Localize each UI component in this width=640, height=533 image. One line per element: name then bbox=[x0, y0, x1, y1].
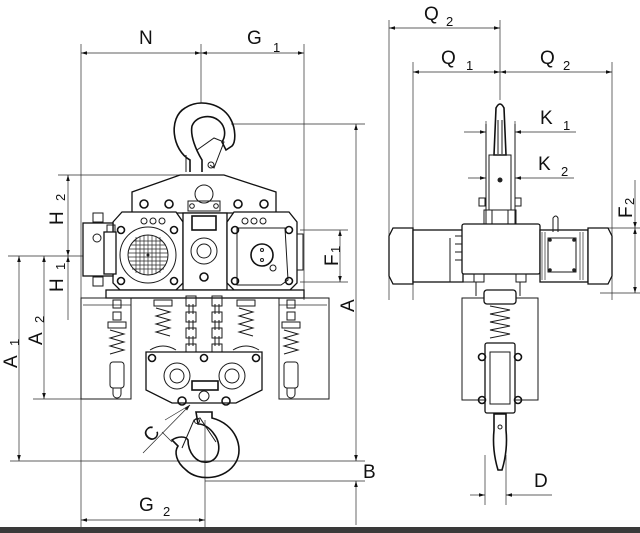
svg-text:1: 1 bbox=[273, 40, 280, 55]
top-yoke bbox=[131, 174, 277, 214]
svg-text:1: 1 bbox=[466, 58, 473, 73]
side-spring bbox=[489, 305, 511, 339]
svg-text:Q: Q bbox=[540, 48, 555, 69]
label-H2: H 2 bbox=[47, 194, 68, 225]
svg-text:A: A bbox=[26, 332, 47, 345]
svg-text:C: C bbox=[140, 422, 165, 447]
svg-text:K: K bbox=[540, 108, 553, 129]
svg-text:2: 2 bbox=[561, 164, 568, 179]
svg-text:2: 2 bbox=[32, 316, 47, 323]
side-lower-body bbox=[461, 289, 539, 471]
label-F2: F 2 bbox=[616, 198, 637, 218]
dimension-labels: N G 1 H 2 H 1 A 1 A 2 A F 1 B bbox=[1, 4, 637, 519]
svg-text:2: 2 bbox=[446, 14, 453, 29]
svg-text:H: H bbox=[47, 278, 68, 292]
left-brake-box bbox=[82, 212, 117, 287]
svg-text:1: 1 bbox=[328, 246, 343, 253]
svg-text:K: K bbox=[538, 154, 551, 175]
extension-lines-front bbox=[8, 44, 365, 527]
spring-right-outer bbox=[281, 321, 301, 399]
front-view bbox=[8, 44, 365, 527]
bottom-hook-block bbox=[145, 351, 263, 406]
bottom-border-bar bbox=[0, 527, 640, 533]
label-A: A bbox=[338, 299, 359, 312]
label-C: C bbox=[140, 422, 165, 447]
svg-text:N: N bbox=[139, 28, 153, 49]
svg-text:Q: Q bbox=[441, 48, 456, 69]
right-control-box bbox=[226, 211, 304, 291]
dimension-lines-side bbox=[389, 26, 637, 497]
svg-text:2: 2 bbox=[163, 504, 170, 519]
svg-text:A: A bbox=[338, 299, 359, 312]
svg-text:2: 2 bbox=[563, 58, 570, 73]
label-N: N bbox=[139, 28, 153, 49]
load-chains bbox=[112, 295, 296, 355]
side-motor bbox=[388, 215, 613, 296]
left-motor-housing bbox=[112, 211, 184, 291]
svg-text:1: 1 bbox=[563, 118, 570, 133]
spring-left-outer bbox=[107, 321, 127, 399]
svg-text:G: G bbox=[139, 495, 154, 516]
svg-text:H: H bbox=[47, 211, 68, 225]
label-Q1: Q 1 bbox=[441, 48, 473, 73]
label-K2: K 2 bbox=[538, 154, 568, 179]
svg-text:A: A bbox=[1, 355, 22, 368]
svg-text:F: F bbox=[616, 206, 637, 218]
label-A2: A 2 bbox=[26, 316, 47, 345]
spring-left-inner bbox=[149, 299, 177, 351]
svg-text:F: F bbox=[322, 254, 343, 266]
label-K1: K 1 bbox=[540, 108, 570, 133]
label-Q2-top: Q 2 bbox=[424, 4, 453, 29]
svg-text:2: 2 bbox=[622, 198, 637, 205]
label-G2: G 2 bbox=[139, 495, 170, 519]
svg-text:D: D bbox=[534, 471, 548, 492]
center-gearbox bbox=[182, 212, 228, 291]
base-plate bbox=[80, 289, 330, 400]
spring-dampers bbox=[107, 299, 301, 399]
label-A1: A 1 bbox=[1, 339, 22, 368]
svg-text:1: 1 bbox=[7, 339, 22, 346]
label-B: B bbox=[363, 462, 376, 483]
side-top-hook bbox=[478, 103, 522, 227]
svg-text:1: 1 bbox=[53, 263, 68, 270]
side-view bbox=[388, 20, 640, 505]
top-hook bbox=[173, 102, 236, 172]
dimension-lines-front bbox=[17, 51, 358, 525]
svg-text:B: B bbox=[363, 462, 376, 483]
label-Q2-right: Q 2 bbox=[540, 48, 570, 73]
svg-text:2: 2 bbox=[53, 194, 68, 201]
svg-text:Q: Q bbox=[424, 4, 439, 25]
label-D: D bbox=[534, 471, 548, 492]
spring-right-inner bbox=[232, 299, 260, 351]
label-G1: G 1 bbox=[247, 28, 280, 55]
bottom-hook bbox=[170, 411, 240, 479]
label-H1: H 1 bbox=[47, 263, 68, 292]
label-F1: F 1 bbox=[322, 246, 343, 266]
svg-text:G: G bbox=[247, 28, 262, 49]
